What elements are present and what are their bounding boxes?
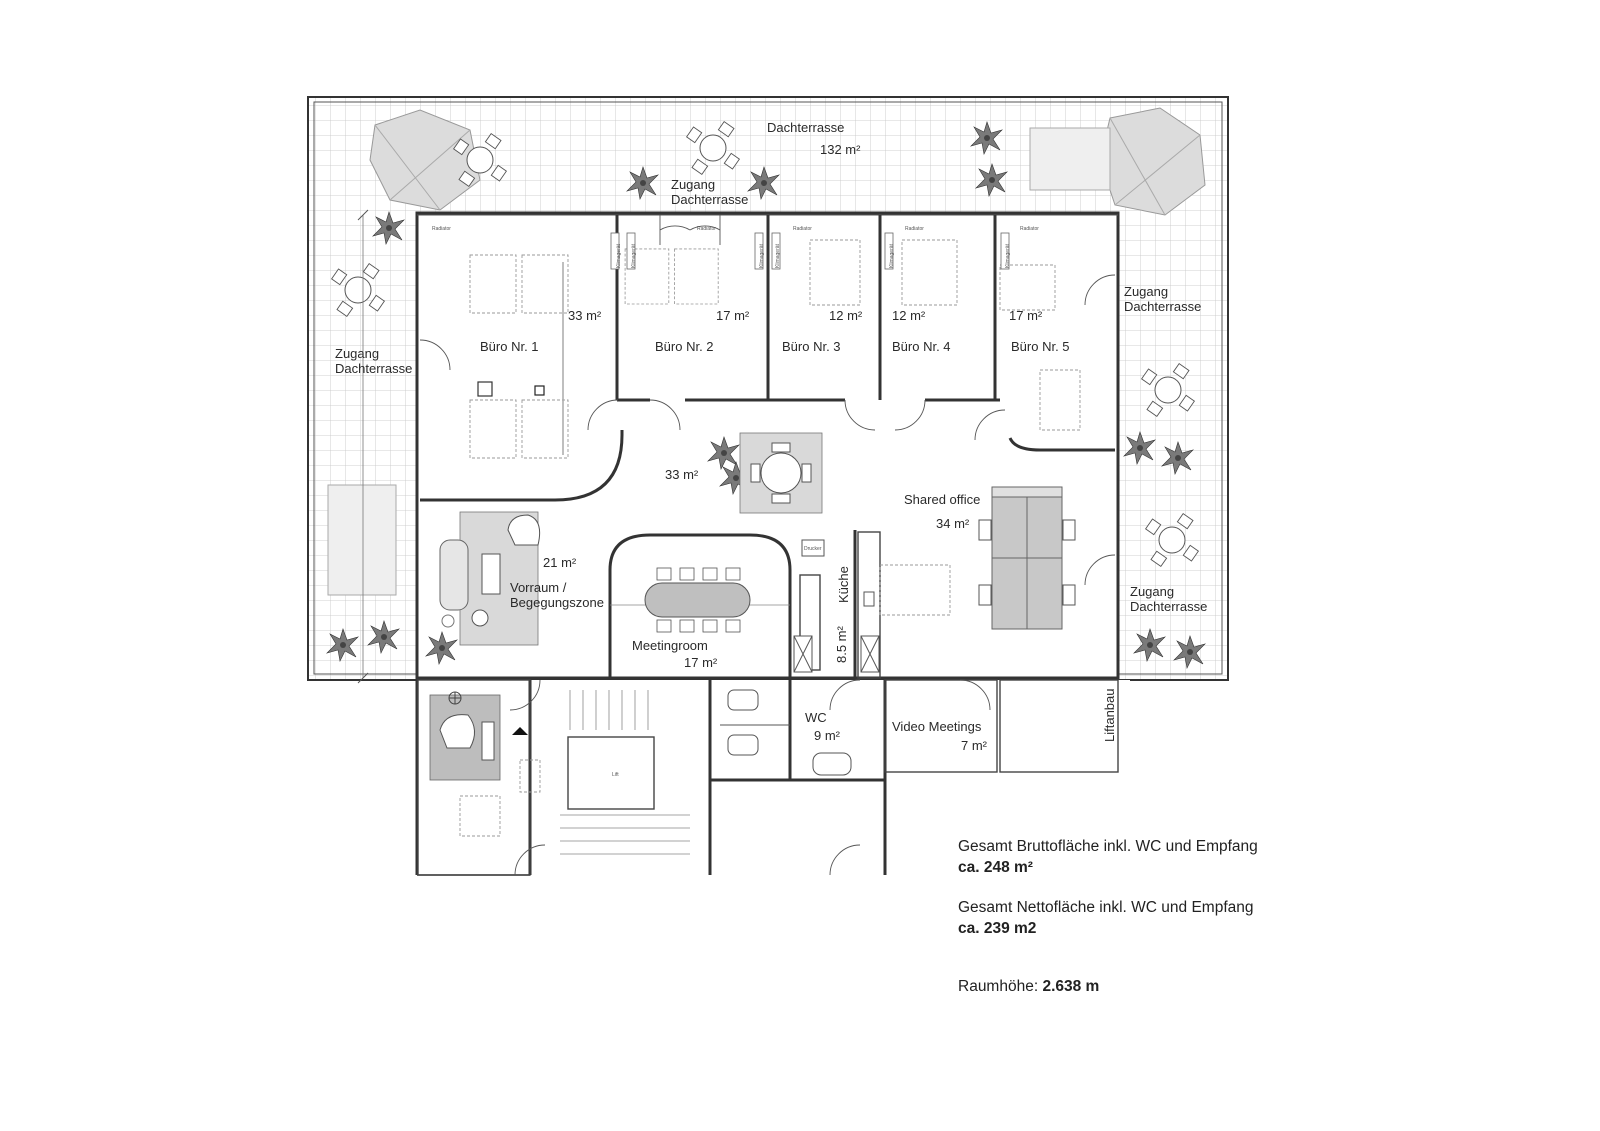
buero2-name: Büro Nr. 2 bbox=[655, 339, 714, 354]
radiator-label: Radiator bbox=[905, 226, 924, 232]
access-left-line2: Dachterrasse bbox=[335, 361, 412, 376]
shared-office-area: 34 m² bbox=[936, 516, 970, 531]
buero3-name: Büro Nr. 3 bbox=[782, 339, 841, 354]
summary-block: Gesamt Bruttofläche inkl. WC und Empfang… bbox=[958, 838, 1358, 996]
net-area-value: ca. 239 m2 bbox=[958, 920, 1037, 937]
gross-area-value: ca. 248 m² bbox=[958, 859, 1033, 876]
access-right-top-line2: Dachterrasse bbox=[1124, 299, 1201, 314]
buero1-area: 33 m² bbox=[568, 308, 602, 323]
access-top-line1: Zugang bbox=[671, 177, 715, 192]
klima-label: Klimagerät bbox=[616, 243, 622, 268]
gross-area-label: Gesamt Bruttofläche inkl. WC und Empfang bbox=[958, 838, 1258, 855]
lounge-bench-top bbox=[1029, 127, 1111, 191]
meeting-name: Meetingroom bbox=[632, 638, 708, 653]
dimension-line bbox=[357, 209, 369, 684]
kitchen-fixtures bbox=[793, 591, 880, 673]
radiator-label: Radiator bbox=[1020, 226, 1039, 232]
lift-car-label: Lift bbox=[612, 772, 619, 778]
meeting-table bbox=[644, 567, 751, 633]
wc-name: WC bbox=[805, 710, 827, 725]
buero4-area: 12 m² bbox=[892, 308, 926, 323]
printer: Drucker bbox=[801, 539, 825, 557]
doors bbox=[419, 215, 1116, 876]
terrace-area: 132 m² bbox=[820, 142, 861, 157]
vorraum-line1: Vorraum / bbox=[510, 580, 567, 595]
buero2-area: 17 m² bbox=[716, 308, 750, 323]
net-area-label: Gesamt Nettofläche inkl. WC und Empfang bbox=[958, 899, 1254, 916]
shared-office-name: Shared office bbox=[904, 492, 980, 507]
kitchen-area: 8.5 m² bbox=[834, 625, 849, 663]
video-name: Video Meetings bbox=[892, 719, 982, 734]
klima-label: Klimagerät bbox=[759, 243, 765, 268]
wc-area: 9 m² bbox=[814, 728, 841, 743]
center-area: 33 m² bbox=[665, 467, 699, 482]
room-height: Raumhöhe: 2.638 m bbox=[958, 978, 1358, 996]
lift-addition-name: Liftanbau bbox=[1102, 689, 1117, 743]
klima-units bbox=[610, 232, 1010, 270]
lounge-bench-left bbox=[327, 484, 397, 596]
video-area: 7 m² bbox=[961, 738, 988, 753]
access-right-bottom-line2: Dachterrasse bbox=[1130, 599, 1207, 614]
radiator-label: Radiator bbox=[793, 226, 812, 232]
access-right-bottom-line1: Zugang bbox=[1130, 584, 1174, 599]
access-top-line2: Dachterrasse bbox=[671, 192, 748, 207]
parasol-left bbox=[369, 109, 481, 211]
reception-area bbox=[429, 691, 541, 837]
buero5-name: Büro Nr. 5 bbox=[1011, 339, 1070, 354]
svg-text:Drucker: Drucker bbox=[804, 546, 822, 552]
room-height-value: 2.638 m bbox=[1042, 978, 1100, 995]
kitchen-name: Küche bbox=[836, 566, 851, 603]
terrace-name: Dachterrasse bbox=[767, 120, 844, 135]
klima-label: Klimagerät bbox=[889, 243, 895, 268]
meeting-area: 17 m² bbox=[684, 655, 718, 670]
shared-office-desks bbox=[978, 486, 1076, 630]
center-table-area bbox=[739, 432, 823, 514]
radiator-label: Radiator bbox=[432, 226, 451, 232]
buero1-name: Büro Nr. 1 bbox=[480, 339, 539, 354]
klima-label: Klimagerät bbox=[1005, 243, 1011, 268]
vorraum-line2: Begegungszone bbox=[510, 595, 604, 610]
office-desks bbox=[469, 239, 1081, 616]
buero3-area: 12 m² bbox=[829, 308, 863, 323]
klima-label: Klimagerät bbox=[775, 243, 781, 268]
room-height-label: Raumhöhe: bbox=[958, 978, 1039, 995]
radiator-label: Radiator bbox=[697, 226, 716, 232]
vorraum-area: 21 m² bbox=[543, 555, 577, 570]
klima-label: Klimagerät bbox=[631, 243, 637, 268]
buero4-name: Büro Nr. 4 bbox=[892, 339, 951, 354]
access-left-line1: Zugang bbox=[335, 346, 379, 361]
access-right-top-line1: Zugang bbox=[1124, 284, 1168, 299]
wc-fixtures bbox=[720, 689, 852, 776]
buero5-area: 17 m² bbox=[1009, 308, 1043, 323]
lounge-furniture bbox=[439, 511, 541, 646]
